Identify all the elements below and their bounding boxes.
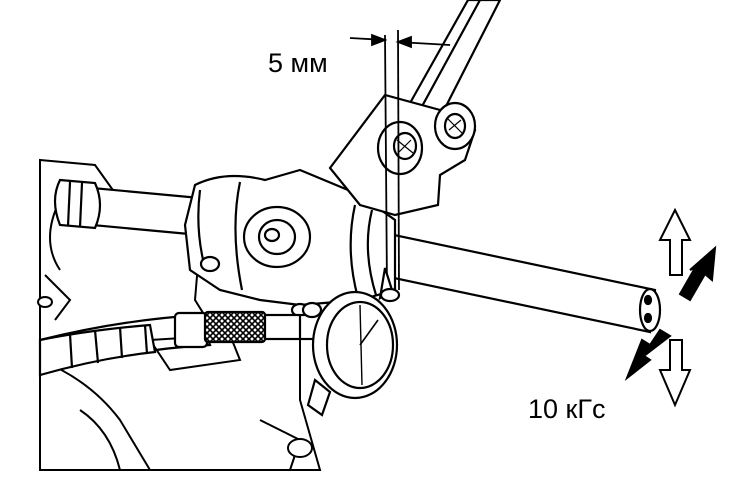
dial-indicator <box>38 267 401 417</box>
hollow-arrow-down-icon <box>658 339 692 408</box>
gap-label: 5 мм <box>268 48 328 78</box>
force-arrows <box>624 207 717 408</box>
gear-housing <box>183 159 397 318</box>
valve-body <box>328 93 477 217</box>
solid-arrow-down-left-icon <box>624 328 672 382</box>
force-label: 10 кГс <box>528 394 606 424</box>
steering-shaft <box>403 0 502 120</box>
gap-dimension <box>349 29 451 291</box>
hollow-arrow-up-icon <box>658 207 692 276</box>
solid-arrow-up-right-icon <box>678 245 717 302</box>
